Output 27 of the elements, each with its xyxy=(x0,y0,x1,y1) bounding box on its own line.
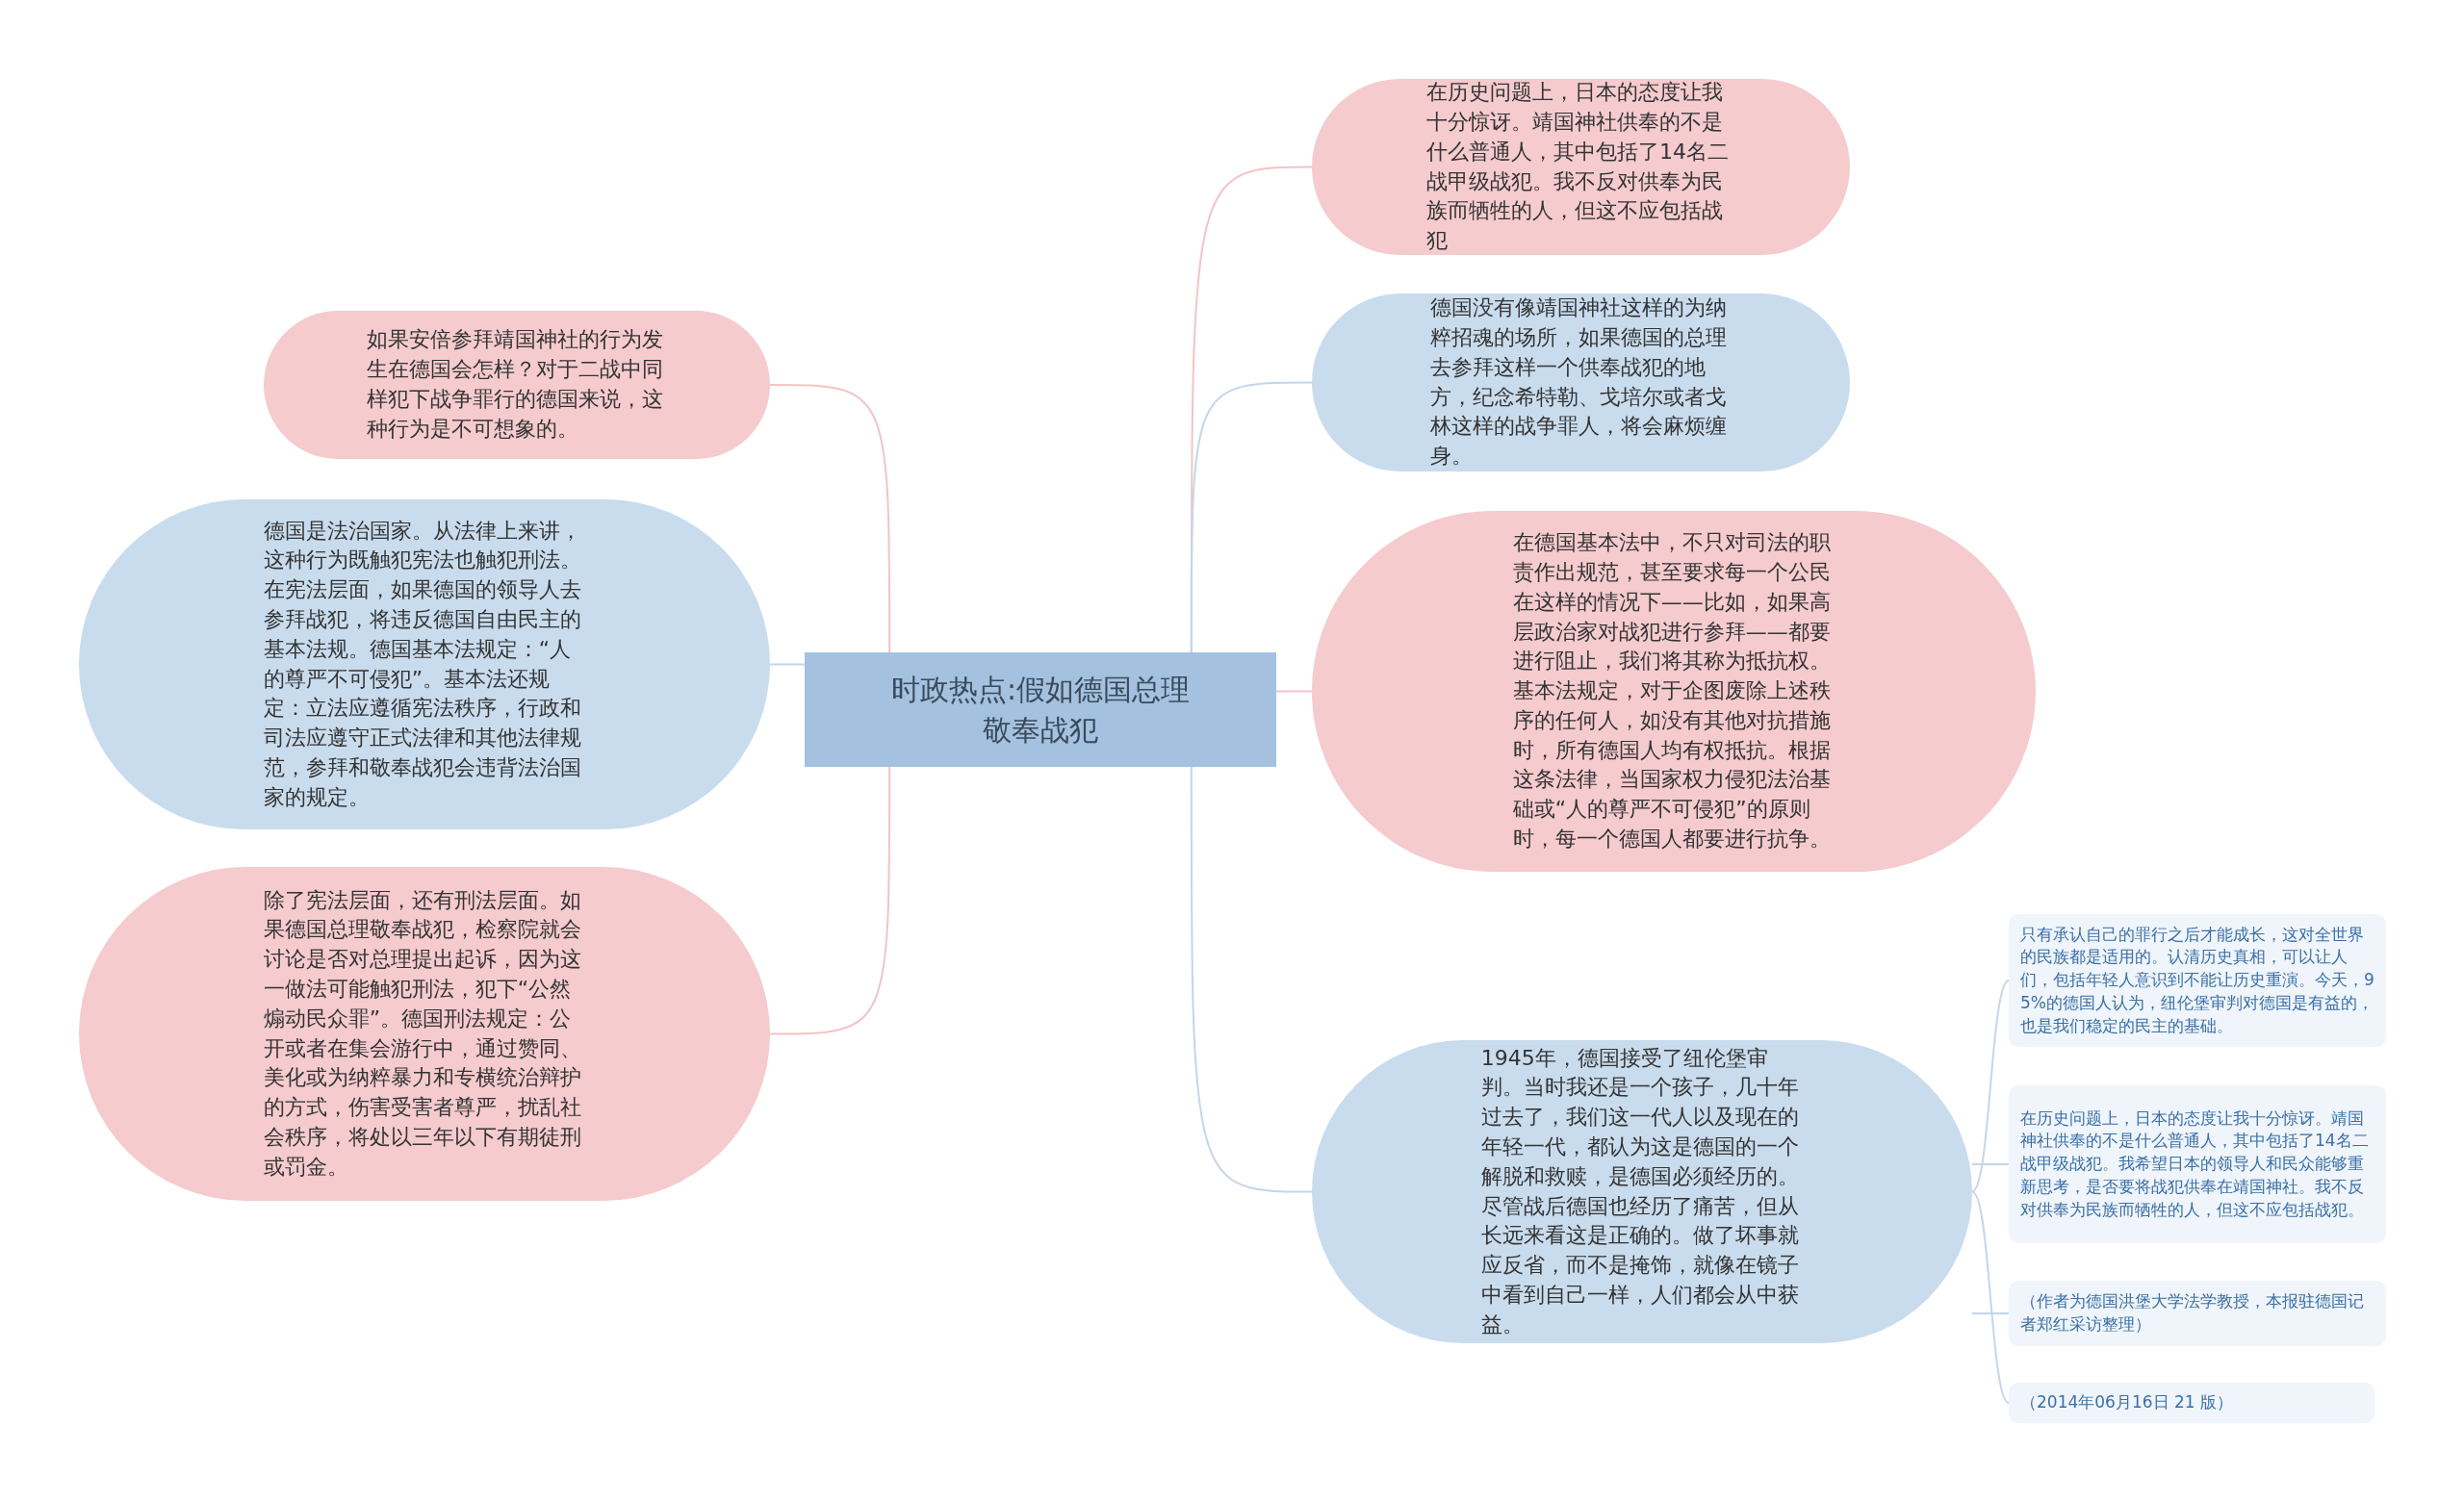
connector-line xyxy=(1971,1190,2010,1404)
connector-line xyxy=(1971,980,2010,1193)
connector-line xyxy=(769,766,891,1035)
note-text: 如果安倍参拜靖国神社的行为发生在德国会怎样？对于二战中同样犯下战争罪行的德国来说，这种行为是不可想象的。 xyxy=(366,326,664,443)
note-text: 只有承认自己的罪行之后才能成长，这对全世界的民族都是适用的。认清历史真相，可以让人们，包括年轻人意识到不能让历史重演。今天，95%的德国人认为，纽伦堡审判对德国是有益的，也是我们稳定的民主的基础。 xyxy=(2020,923,2374,1037)
note-card xyxy=(2009,1281,2386,1346)
note-card xyxy=(2009,1085,2386,1243)
topic-title: 时政热点:假如德国总理敬奉战犯 xyxy=(889,671,1192,749)
central-topic xyxy=(805,652,1276,767)
note-text: 1945年，德国接受了纽伦堡审判。当时我还是一个孩子，几十年过去了，我们这一代人以及现在的年轻一代，都认为这是德国的一个解脱和救赎，是德国必须经历的。尽管战后德国也经历了痛苦，但从长远来看这是正确的。做了坏事就应反省，而不是掩饰，就像在镜子中看到自己一样，人们都会从中获益。 xyxy=(1480,1044,1800,1338)
connector-line xyxy=(1971,1312,2010,1314)
note-text: （作者为德国洪堡大学法学教授，本报驻德国记者郑红采访整理） xyxy=(2020,1290,2365,1336)
note-text: 除了宪法层面，还有刑法层面。如果德国总理敬奉战犯，检察院就会讨论是否对总理提出起诉，因为这一做法可能触犯刑法，犯下“公然煽动民众罪”。德国刑法规定：公开或者在集会游行中，通过赞同、美化或为纳粹暴力和专横统治辩护的方式，伤害受害者尊严，扰乱社会秩序，将处以三年以下有期徒刑或罚金。 xyxy=(263,886,582,1181)
note-text: 在德国基本法中，不只对司法的职责作出规范，甚至要求每一个公民在这样的情况下——比如，如果高层政治家对战犯进行参拜——都要进行阻止，我们将其称为抵抗权。基本法规定，对于企图废除上述秩序的任何人，如没有其他对抗措施时，所有德国人均有权抵抗。根据这条法律，当国家权力侵犯法治基础或“人的尊严不可侵犯”的原则时，每一个德国人都要进行抗争。 xyxy=(1512,529,1832,853)
note-text: 德国没有像靖国神社这样的为纳粹招魂的场所，如果德国的总理去参拜这样一个供奉战犯的地方，纪念希特勒、戈培尔或者戈林这样的战争罪人，将会麻烦缠身。 xyxy=(1430,294,1729,471)
connector-line xyxy=(1190,381,1313,653)
connector-line xyxy=(769,663,806,666)
note-card xyxy=(2009,1383,2374,1423)
note-text: 在历史问题上，日本的态度让我十分惊讶。靖国神社供奉的不是什么普通人，其中包括了14名二战甲级战犯。我希望日本的领导人和民众能够重新思考，是否要将战犯供奉在靖国神社。我不反对供奉为民族而牺牲的人，但这不应包括战犯。 xyxy=(2020,1107,2370,1221)
connector-line xyxy=(1971,1163,2010,1165)
note-text: 德国是法治国家。从法律上来讲，这种行为既触犯宪法也触犯刑法。在宪法层面，如果德国的领导人去参拜战犯，将违反德国自由民主的基本法规。德国基本法规定：“人的尊严不可侵犯”。基本法还规定：立法应遵循宪法秩序，行政和司法应遵守正式法律和其他法律规范，参拜和敬奉战犯会违背法治国家的规定。 xyxy=(263,517,582,811)
connector-line xyxy=(1275,690,1313,693)
connector-line xyxy=(1190,766,1313,1193)
note-text: （2014年06月16日 21 版） xyxy=(2020,1391,2233,1414)
connector-line xyxy=(769,384,891,653)
note-card xyxy=(2009,914,2386,1047)
note-text: 在历史问题上，日本的态度让我十分惊讶。靖国神社供奉的不是什么普通人，其中包括了14名二战甲级战犯。我不反对供奉为民族而牺牲的人，但这不应包括战犯 xyxy=(1425,79,1730,255)
